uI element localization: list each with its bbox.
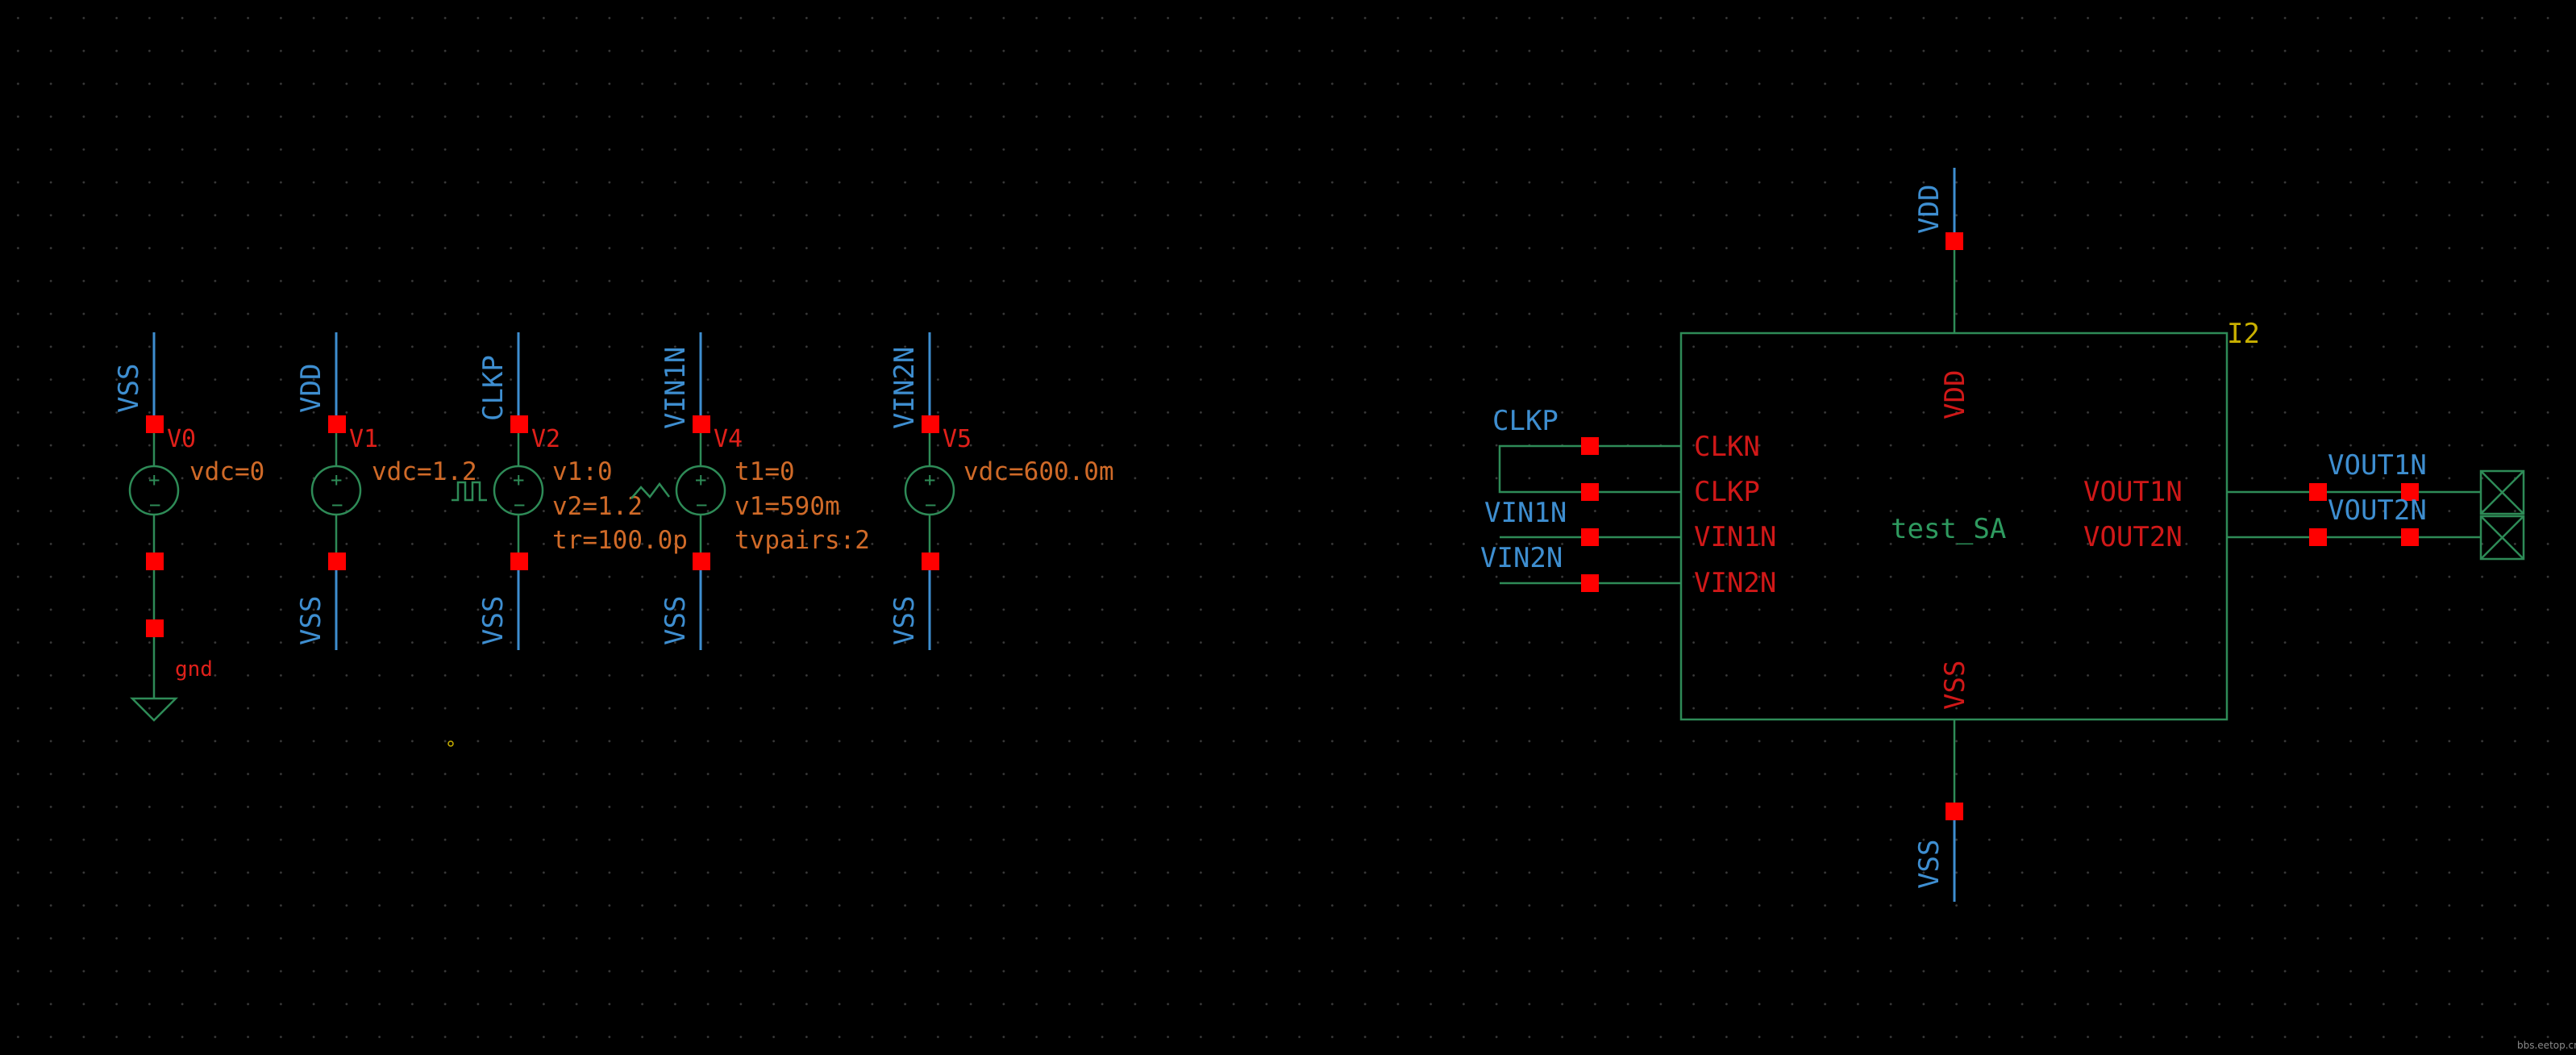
pin-i2-clkp[interactable] <box>1581 483 1599 501</box>
cell-name: test_SA <box>1891 513 2006 545</box>
pin-i2-clkn[interactable] <box>1581 437 1599 455</box>
pin-v4-plus[interactable] <box>693 415 710 433</box>
instance-name: I2 <box>2227 318 2260 350</box>
pin-i2-vin2n[interactable] <box>1581 574 1599 592</box>
plus-sign-v5: + <box>924 469 935 491</box>
pin-name-vin2n: VIN2N <box>1694 567 1776 599</box>
param-v2-2: tr=100.0p <box>552 526 688 555</box>
pin-v1-minus[interactable] <box>328 553 346 570</box>
param-v2-1: v2=1.2 <box>552 492 643 521</box>
param-v4-2: tvpairs:2 <box>735 526 870 555</box>
pin-i2-vout1n[interactable] <box>2309 483 2327 501</box>
plus-sign-v0: + <box>148 469 160 491</box>
inst-label-v2: V2 <box>531 425 560 453</box>
param-v5-0: vdc=600.0m <box>963 457 1114 486</box>
pin-i2-vdd[interactable] <box>1946 232 1963 250</box>
net-label-v4-top: VIN1N <box>660 347 692 429</box>
minus-sign-v5: − <box>925 494 936 516</box>
net-label-v5-bottom: VSS <box>888 596 921 645</box>
param-v2-0: v1:0 <box>552 457 613 486</box>
net-label-v5-top: VIN2N <box>888 347 921 429</box>
inst-label-v1: V1 <box>349 425 378 453</box>
pin-name-clkp: CLKP <box>1694 476 1760 508</box>
pin-v0-plus[interactable] <box>146 415 164 433</box>
net-label-i2-vss: VSS <box>1913 840 1946 889</box>
pwl-wave-icon <box>630 482 670 499</box>
minus-sign-v4: − <box>696 494 707 516</box>
net-label-vout2n: VOUT2N <box>2328 494 2427 527</box>
net-label-i2-vdd: VDD <box>1913 185 1946 234</box>
net-label-v2-top: CLKP <box>477 355 510 421</box>
minus-sign-v2: − <box>514 494 525 516</box>
pin-v2-plus[interactable] <box>510 415 528 433</box>
source-v5[interactable]: VIN2N + − VSS V5 vdc=600.0m <box>888 332 1114 650</box>
inst-label-v0: V0 <box>167 425 196 453</box>
pin-name-vss: VSS <box>1939 661 1971 710</box>
net-label-clkp: CLKP <box>1492 405 1559 437</box>
wire-clkp-loop <box>1498 444 1581 494</box>
origin-marker <box>447 740 454 747</box>
instance-i2[interactable]: VDD I2 test_SA VDD VSS CLKN CLKP VIN1N V… <box>1480 168 2525 902</box>
pin-name-vin1n: VIN1N <box>1694 521 1776 553</box>
plus-sign-v4: + <box>695 469 706 491</box>
pin-v5-minus[interactable] <box>922 553 939 570</box>
net-label-v0-top: VSS <box>113 364 145 413</box>
source-v1[interactable]: VDD + − VSS V1 vdc=1.2 <box>295 332 477 650</box>
pin-v5-plus[interactable] <box>922 415 939 433</box>
pin-v2-minus[interactable] <box>510 553 528 570</box>
source-v0[interactable]: VSS + − gnd V0 vdc=0 <box>113 332 264 722</box>
pin-term-vout2n[interactable] <box>2401 528 2419 546</box>
noconn-vout2n-icon[interactable] <box>2479 515 2525 561</box>
pin-v4-minus[interactable] <box>693 553 710 570</box>
pulse-wave-icon <box>452 481 487 502</box>
inst-label-v5: V5 <box>943 425 972 453</box>
pin-i2-vin1n[interactable] <box>1581 528 1599 546</box>
minus-sign-v1: − <box>331 494 343 516</box>
minus-sign-v0: − <box>149 494 160 516</box>
plus-sign-v1: + <box>331 469 342 491</box>
param-v4-0: t1=0 <box>735 457 795 486</box>
pin-name-vdd: VDD <box>1939 370 1971 419</box>
pin-name-vout1n: VOUT1N <box>2083 476 2183 508</box>
pin-i2-vss[interactable] <box>1946 803 1963 820</box>
ground-label: gnd <box>175 657 213 682</box>
net-label-vin2n: VIN2N <box>1480 542 1563 574</box>
pin-name-clkn: CLKN <box>1694 431 1760 463</box>
param-v0-0: vdc=0 <box>189 457 264 486</box>
net-label-vin1n: VIN1N <box>1484 497 1567 529</box>
pin-i2-vout2n[interactable] <box>2309 528 2327 546</box>
pin-name-vout2n: VOUT2N <box>2083 521 2183 553</box>
pin-gnd[interactable] <box>146 619 164 637</box>
source-v4[interactable]: VIN1N + − VSS V4 t1=0 v1=590m tvpairs:2 <box>630 332 870 650</box>
pin-term-vout1n[interactable] <box>2401 483 2419 501</box>
source-v2[interactable]: CLKP + − VSS V2 v1:0 v2=1.2 tr=100.0p <box>452 332 688 650</box>
plus-sign-v2: + <box>513 469 524 491</box>
inst-label-v4: V4 <box>714 425 743 453</box>
watermark: bbs.eetop.cn <box>2517 1040 2576 1051</box>
ground-icon <box>129 697 179 722</box>
pin-v0-minus[interactable] <box>146 553 164 570</box>
net-label-vout1n: VOUT1N <box>2328 449 2427 482</box>
net-label-v1-top: VDD <box>295 364 327 413</box>
noconn-vout1n-icon[interactable] <box>2479 469 2525 515</box>
param-v4-1: v1=590m <box>735 492 840 521</box>
net-label-v2-bottom: VSS <box>477 596 510 645</box>
pin-v1-plus[interactable] <box>328 415 346 433</box>
net-label-v4-bottom: VSS <box>660 596 692 645</box>
net-label-v1-bottom: VSS <box>295 596 327 645</box>
